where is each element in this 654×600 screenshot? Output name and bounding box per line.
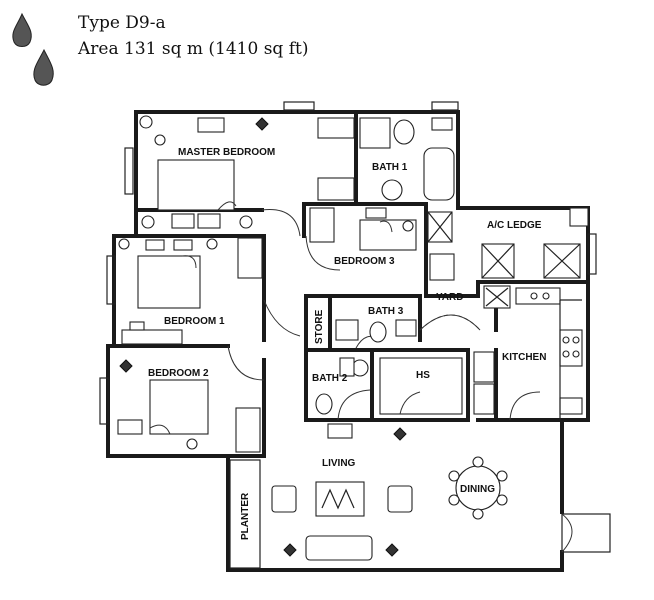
room-label-bath1: BATH 1 — [372, 162, 408, 173]
planter-area — [229, 459, 261, 569]
room-label-bedroom3: BEDROOM 3 — [334, 256, 395, 267]
room-label-master-bedroom: MASTER BEDROOM — [178, 147, 275, 158]
room-label-bath3: BATH 3 — [368, 306, 404, 317]
room-label-kitchen: KITCHEN — [502, 352, 546, 363]
logo-drop-icon — [12, 12, 54, 86]
room-label-yard: YARD — [436, 292, 463, 303]
plan-area-subtitle: Area 131 sq m (1410 sq ft) — [77, 39, 308, 59]
bath1-fixtures — [317, 117, 455, 201]
bedroom2-furniture — [117, 359, 261, 453]
bath3-fixtures — [335, 319, 417, 343]
hs-fixtures — [379, 357, 463, 415]
room-label-store: STORE — [314, 309, 325, 344]
internal-walls — [112, 110, 590, 458]
room-label-planter: PLANTER — [240, 492, 251, 540]
master-bedroom-furniture — [139, 115, 355, 229]
room-label-bedroom2: BEDROOM 2 — [148, 368, 209, 379]
room-label-bedroom1: BEDROOM 1 — [164, 316, 225, 327]
yard-fixtures — [429, 253, 511, 309]
dining-furniture — [448, 456, 508, 520]
living-furniture — [271, 423, 413, 561]
bedroom1-furniture — [118, 237, 263, 345]
room-label-dining: DINING — [460, 484, 495, 495]
bedroom3-furniture — [309, 207, 417, 251]
room-label-hs: HS — [416, 370, 430, 381]
room-label-bath2: BATH 2 — [312, 373, 348, 384]
ac-ledge-units — [427, 207, 589, 279]
room-label-living: LIVING — [322, 458, 356, 469]
bath2-fixtures — [315, 357, 369, 415]
room-label-ac-ledge: A/C LEDGE — [487, 220, 542, 231]
plan-type-title: Type D9-a — [78, 13, 166, 33]
kitchen-fixtures — [473, 287, 583, 420]
windows — [99, 101, 611, 553]
